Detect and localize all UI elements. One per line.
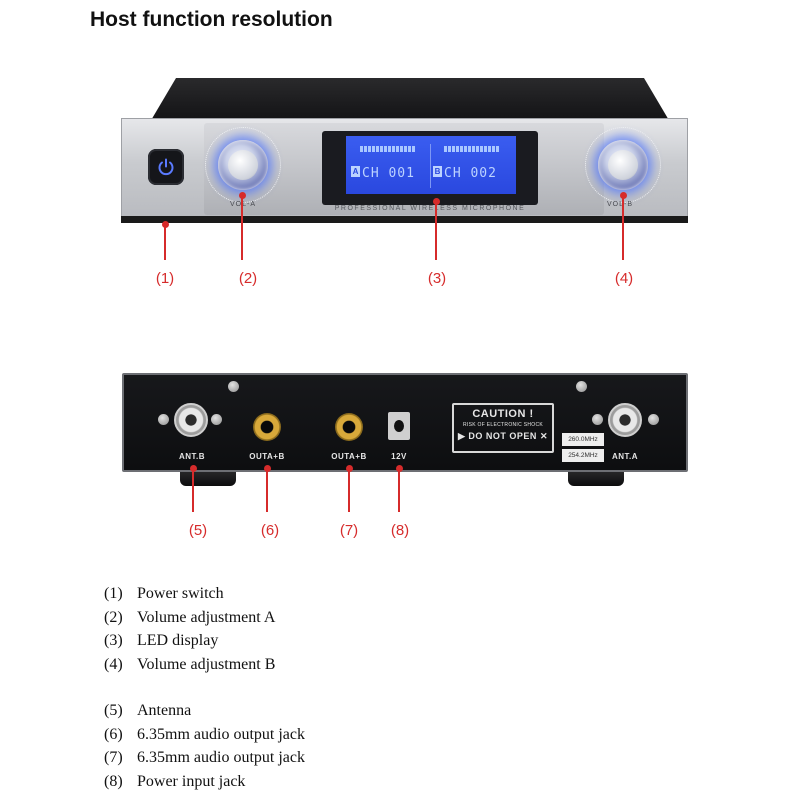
frequency-label-2: 254.2MHz — [562, 449, 604, 462]
legend-number: (5) — [104, 702, 123, 719]
legend: (1) Power switch (2) Volume adjustment A… — [104, 585, 305, 796]
rear-foot-left — [180, 470, 236, 486]
callout-label-1: (1) — [155, 270, 175, 287]
callout-line-6 — [266, 468, 268, 512]
level-meter-b — [444, 146, 499, 152]
screw — [576, 381, 587, 392]
caution-warning: ▶ DO NOT OPEN ✕ — [458, 431, 548, 441]
legend-number: (1) — [104, 585, 123, 602]
screw — [211, 414, 222, 425]
led-display: A CH 001 B CH 002 — [346, 136, 516, 194]
callout-line-8 — [398, 468, 400, 512]
antenna-b-label: ANT.B — [178, 452, 206, 461]
screw — [158, 414, 169, 425]
channel-a-readout: CH 001 — [362, 166, 415, 181]
legend-text: 6.35mm audio output jack — [137, 749, 305, 766]
rear-foot-right — [568, 470, 624, 486]
antenna-b-connector — [174, 403, 208, 437]
screw — [648, 414, 659, 425]
list-item: (4) Volume adjustment B — [104, 656, 305, 680]
legend-number: (6) — [104, 725, 123, 743]
output-jack-2 — [335, 413, 363, 441]
warning-icon: ▶ — [458, 431, 469, 441]
volume-a-tick-ring — [205, 127, 281, 203]
brand-strip: PROFESSIONAL WIRELESS MICROPHONE — [334, 205, 526, 212]
list-item: (8) Power input jack — [104, 773, 305, 797]
callout-line-3 — [435, 201, 437, 260]
list-item: (3) LED display — [104, 632, 305, 656]
power-icon — [158, 158, 174, 176]
screw — [228, 381, 239, 392]
callout-label-5: (5) — [188, 522, 208, 539]
callout-line-7 — [348, 468, 350, 512]
channel-a-tag: A — [351, 166, 360, 177]
callout-label-6: (6) — [260, 522, 280, 539]
caution-label: CAUTION ! RISK OF ELECTRONIC SHOCK ▶ DO … — [452, 403, 554, 453]
caution-title: CAUTION ! — [472, 408, 534, 420]
screw — [592, 414, 603, 425]
legend-number: (2) — [104, 608, 123, 626]
page-title: Host function resolution — [90, 8, 333, 31]
legend-number: (3) — [104, 632, 123, 649]
callout-label-3: (3) — [427, 270, 447, 287]
dc-power-jack — [388, 412, 410, 440]
legend-text: Volume adjustment B — [137, 655, 276, 673]
chassis-top — [150, 78, 670, 122]
legend-text: Volume adjustment A — [137, 608, 276, 626]
power-button — [148, 149, 184, 185]
list-item: (7) 6.35mm audio output jack — [104, 749, 305, 773]
callout-line-4 — [622, 195, 624, 260]
antenna-a-connector — [608, 403, 642, 437]
channel-b-tag: B — [433, 166, 442, 177]
list-item: (5) Antenna — [104, 702, 305, 726]
callout-line-1 — [164, 224, 166, 260]
chassis-base — [121, 216, 688, 223]
antenna-a-label: ANT.A — [611, 452, 639, 461]
output-jack-2-label: OUTA+B — [331, 452, 367, 461]
legend-text: Power input jack — [137, 772, 246, 790]
output-jack-1 — [253, 413, 281, 441]
output-jack-1-label: OUTA+B — [249, 452, 285, 461]
volume-a-label: VOL-A — [230, 201, 257, 208]
legend-text: Antenna — [137, 702, 192, 719]
legend-text: 6.35mm audio output jack — [137, 725, 305, 743]
tools-icon: ✕ — [536, 431, 548, 441]
level-meter-a — [360, 146, 415, 152]
callout-label-8: (8) — [390, 522, 410, 539]
caution-subtitle: RISK OF ELECTRONIC SHOCK — [463, 422, 543, 428]
legend-number: (7) — [104, 749, 123, 766]
callout-label-4: (4) — [614, 270, 634, 287]
callout-line-5 — [192, 468, 194, 512]
legend-text: LED display — [137, 632, 219, 649]
channel-b-readout: CH 002 — [444, 166, 497, 181]
list-item: (1) Power switch — [104, 585, 305, 609]
callout-line-2 — [241, 195, 243, 260]
dc-label: 12V — [391, 452, 407, 461]
callout-label-2: (2) — [238, 270, 258, 287]
frequency-label-1: 260.0MHz — [562, 433, 604, 446]
callout-label-7: (7) — [339, 522, 359, 539]
volume-b-label: VOL-B — [607, 201, 634, 208]
list-item: (2) Volume adjustment A — [104, 609, 305, 633]
list-item: (6) 6.35mm audio output jack — [104, 726, 305, 750]
legend-text: Power switch — [137, 585, 224, 602]
volume-a-knob — [218, 140, 268, 190]
legend-number: (8) — [104, 772, 123, 790]
legend-spacer — [104, 679, 305, 702]
legend-number: (4) — [104, 655, 123, 673]
volume-b-knob — [598, 140, 648, 190]
display-divider — [430, 144, 431, 188]
